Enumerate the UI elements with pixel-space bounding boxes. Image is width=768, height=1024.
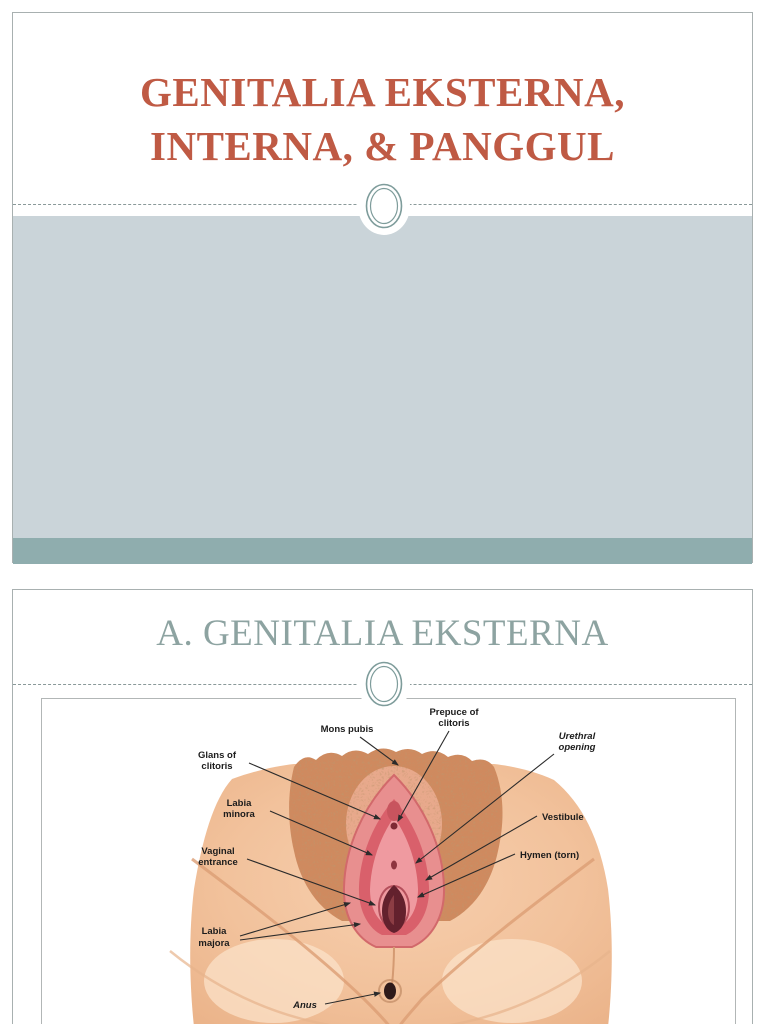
label-vaginal-line1: Vaginal xyxy=(201,846,234,857)
anus xyxy=(384,982,396,1000)
slide1-title-line1: GENITALIA EKSTERNA, xyxy=(140,69,625,115)
label-hymen: Hymen (torn) xyxy=(520,850,579,861)
slide-2: A. GENITALIA EKSTERNA xyxy=(12,589,753,1024)
circle-ornament-icon xyxy=(358,655,410,713)
circle-ornament-icon xyxy=(358,177,410,235)
slide1-accent-strip xyxy=(13,538,752,564)
slide1-title: GENITALIA EKSTERNA, INTERNA, & PANGGUL xyxy=(13,65,752,173)
label-vestibule: Vestibule xyxy=(542,812,584,823)
anatomy-figure: Mons pubis Prepuce of clitoris Urethral … xyxy=(41,698,736,1024)
label-urethral-line1: Urethral xyxy=(559,731,596,742)
slide-1: GENITALIA EKSTERNA, INTERNA, & PANGGUL xyxy=(12,12,753,564)
slide1-content-band xyxy=(13,216,752,538)
label-vaginal-line2: entrance xyxy=(198,857,238,868)
label-glans-line1: Glans of xyxy=(198,750,237,761)
label-glans-line2: clitoris xyxy=(201,761,232,772)
glans-clitoris xyxy=(390,822,398,830)
label-mons-pubis: Mons pubis xyxy=(321,724,374,735)
urethral-opening xyxy=(391,860,397,870)
anatomy-illustration: Mons pubis Prepuce of clitoris Urethral … xyxy=(169,707,612,1024)
label-labia-majora-line1: Labia xyxy=(202,926,228,937)
slide1-title-line2: INTERNA, & PANGGUL xyxy=(150,123,615,170)
label-prepuce-line1: Prepuce of xyxy=(429,707,479,718)
slide2-title: A. GENITALIA EKSTERNA xyxy=(156,613,609,654)
label-labia-minora-line2: minora xyxy=(223,809,255,820)
label-labia-majora-line2: majora xyxy=(198,938,230,949)
label-prepuce-line2: clitoris xyxy=(438,718,469,729)
label-anus: Anus xyxy=(292,1000,317,1011)
figure-arrows xyxy=(239,730,555,1005)
figure-labels: Mons pubis Prepuce of clitoris Urethral … xyxy=(198,707,596,1011)
label-urethral-line2: opening xyxy=(559,742,596,753)
clitoral-hood xyxy=(387,801,401,821)
label-labia-minora-line1: Labia xyxy=(227,798,253,809)
